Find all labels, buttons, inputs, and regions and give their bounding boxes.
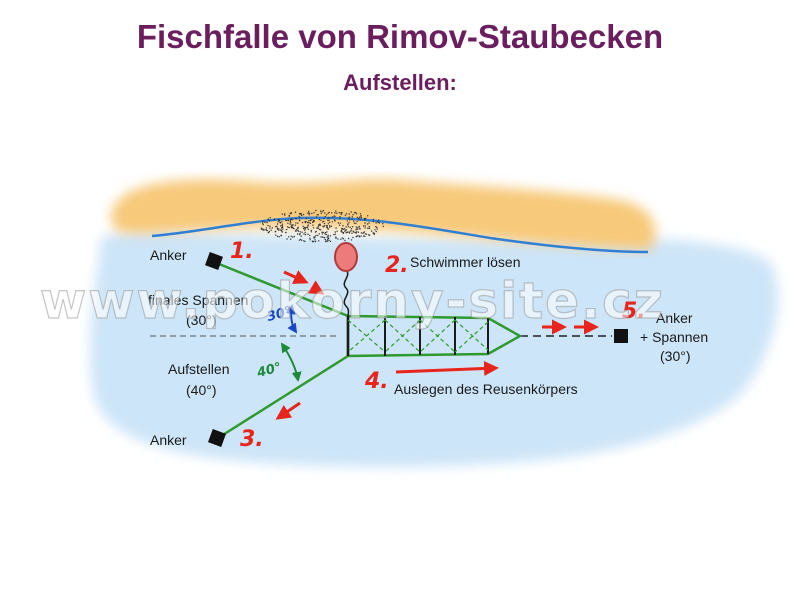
water-area <box>90 230 779 468</box>
step-number-2: 2. <box>385 253 409 278</box>
anchor-right <box>614 329 628 343</box>
anchor-top <box>205 252 223 270</box>
anchor-line-top <box>213 260 349 318</box>
label-release-float: Schwimmer lösen <box>410 254 520 270</box>
step-number-5: 5. <box>622 299 646 324</box>
angle-label-lower: 40° <box>255 360 284 381</box>
label-anchor-right-angle: (30°) <box>660 348 691 364</box>
shore-stipple <box>260 209 384 243</box>
watermark: www.pokorny-site.cz <box>40 272 665 330</box>
label-final-tension: finales Spannen <box>148 292 248 308</box>
anchor-line-bottom <box>217 354 349 440</box>
label-setup: Aufstellen <box>168 361 229 377</box>
angle-arc-lower <box>280 342 302 382</box>
angle-arc-upper <box>285 304 298 334</box>
label-final-tension-angle: (30°) <box>186 312 217 328</box>
page-subtitle: Aufstellen: <box>343 70 457 95</box>
shore-line <box>151 216 649 254</box>
label-setup-angle: (40°) <box>186 382 217 398</box>
arrow-step3 <box>275 401 301 420</box>
label-anchor-right: Anker <box>656 310 693 326</box>
label-anchor-bottom: Anker <box>150 432 187 448</box>
float-line <box>343 269 350 317</box>
sand-bank <box>110 179 656 250</box>
float-buoy <box>334 242 358 272</box>
page-title: Fischfalle von Rimov-Staubecken <box>136 18 664 55</box>
arrow-step1b <box>307 280 325 295</box>
step-number-3: 3. <box>240 427 264 452</box>
angle-label-upper: 30° <box>266 304 294 325</box>
step-number-1: 1. <box>230 239 254 264</box>
arrow-step1 <box>283 270 309 284</box>
trap-body <box>346 314 523 358</box>
arrow-step4 <box>395 360 499 376</box>
label-lay-out: Auslegen des Reusenkörpers <box>394 381 578 397</box>
step-number-4: 4. <box>364 369 389 394</box>
label-anchor-right-tension: + Spannen <box>640 329 708 345</box>
anchor-bottom <box>208 429 226 447</box>
label-anchor-top: Anker <box>150 247 187 263</box>
